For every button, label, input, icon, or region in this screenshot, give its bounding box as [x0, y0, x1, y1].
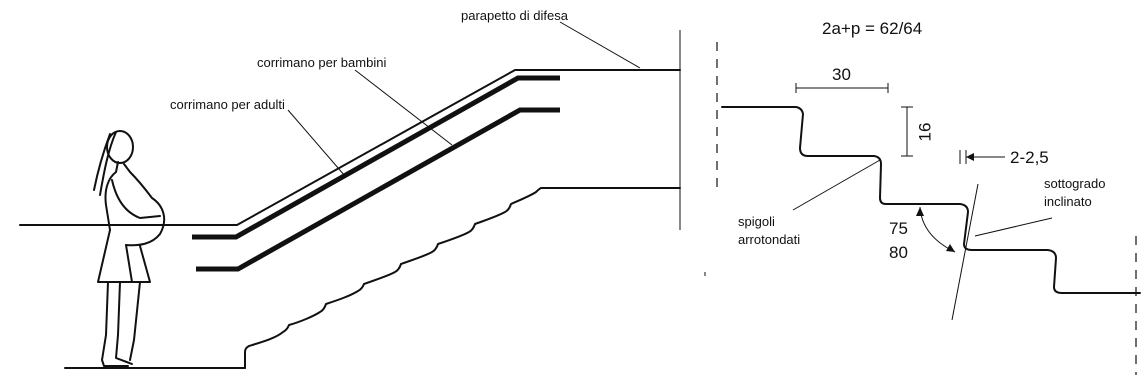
inclined-riser-label-line1: sottogrado — [1044, 176, 1105, 191]
stair-section — [19, 21, 681, 369]
angle-arrow-bottom — [946, 244, 955, 252]
step-profile — [721, 106, 1141, 294]
parapet-line — [177, 69, 681, 226]
figure-dress — [97, 229, 151, 283]
inclined-riser-leader — [974, 217, 1053, 237]
tread-dimension-line — [795, 83, 889, 93]
adult-handrail-label: corrimano per adulti — [170, 97, 285, 112]
figure-torso — [104, 161, 166, 247]
angle-label-80: 80 — [889, 243, 908, 262]
inclined-riser-label-line2: inclinato — [1044, 194, 1092, 209]
child-handrail-label: corrimano per bambini — [257, 55, 386, 70]
child-handrail — [192, 75, 560, 240]
tread-dimension-label: 30 — [832, 65, 851, 84]
step-detail — [704, 42, 1141, 375]
stair-steps-profile — [244, 187, 681, 369]
riser-dimension-line — [901, 106, 913, 157]
parapet-label: parapetto di difesa — [461, 8, 569, 23]
nosing-arrow — [966, 153, 974, 161]
figure-legs — [101, 281, 141, 367]
parapet-leader — [559, 21, 641, 69]
adult-handrail — [196, 107, 560, 272]
figure-hair — [93, 131, 117, 196]
rounded-edges-label-line2: arrotondati — [738, 232, 800, 247]
angle-label-75: 75 — [889, 219, 908, 238]
inclined-riser-line — [951, 183, 979, 321]
riser-dimension-label: 16 — [915, 123, 934, 142]
rounded-edges-label-line1: spigoli — [738, 214, 775, 229]
nosing-dimension-label: 2-2,5 — [1010, 148, 1049, 167]
adult-handrail-leader — [287, 109, 346, 177]
angle-arrow-top — [916, 207, 924, 216]
figure-head — [106, 130, 134, 164]
formula-label: 2a+p = 62/64 — [822, 19, 922, 38]
pregnant-woman-figure — [93, 130, 166, 367]
child-handrail-leader — [354, 69, 453, 146]
figure-arm — [111, 179, 161, 219]
rounded-edges-leader — [792, 159, 881, 211]
